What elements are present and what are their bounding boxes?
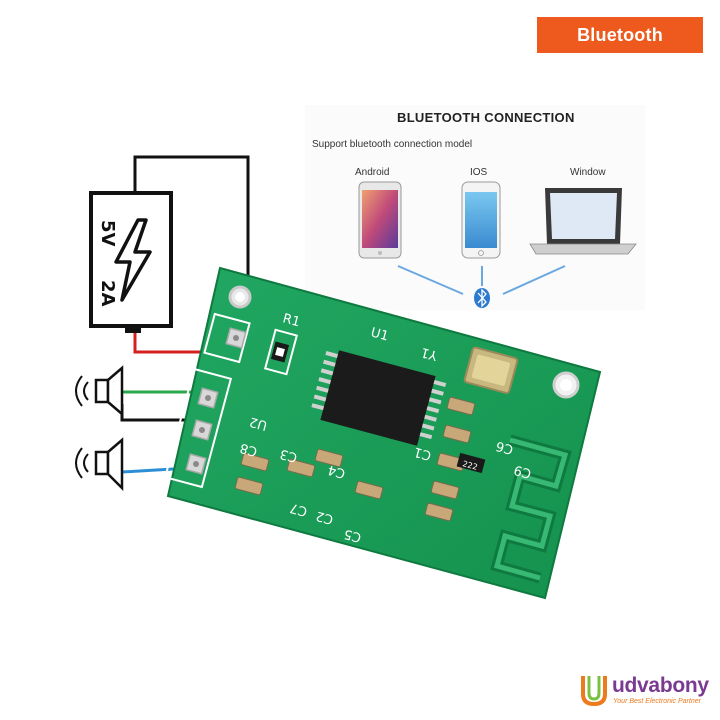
- battery: [89, 191, 173, 333]
- pcb-label-c5: C5: [342, 526, 363, 545]
- speaker-icon: [75, 437, 124, 492]
- bluetooth-connection-subtitle: Support bluetooth connection model: [312, 139, 473, 150]
- pcb-label-c9: C9: [512, 462, 533, 481]
- pcb-label-c6: C6: [494, 438, 515, 457]
- bluetooth-connection-title: BLUETOOTH CONNECTION: [397, 110, 575, 125]
- pcb-label-resistor-value: 222: [461, 459, 478, 472]
- udvabony-logo-icon: [581, 676, 607, 707]
- brand-tagline: Your Best Electronic Partner: [613, 698, 701, 705]
- pcb-label-c2: C2: [314, 508, 335, 527]
- pcb-label-u1: U1: [369, 325, 390, 344]
- device-label-android: Android: [355, 167, 390, 178]
- main-chip: [311, 350, 447, 446]
- bluetooth-connection-lines: [397, 265, 566, 295]
- iphone-icon: [461, 181, 501, 259]
- device-label-ios: IOS: [470, 167, 488, 178]
- power-wires: [133, 155, 250, 354]
- bluetooth-receiver-pcb: R1 U1 Y1 U2 C8 C3 C4 C2 C7 C5 C6 C9 C1 2…: [163, 266, 602, 600]
- pcb-label-c1: C1: [412, 444, 433, 463]
- battery-current-label: 2A: [97, 280, 118, 307]
- android-phone-icon: [358, 181, 402, 259]
- brand-name: udvabony: [612, 674, 709, 697]
- pcb-label-u2: U2: [248, 414, 269, 433]
- pcb-label-y1: Y1: [419, 344, 440, 363]
- laptop-icon: [529, 188, 637, 255]
- device-label-window: Window: [570, 167, 606, 178]
- pcb-label-r1: R1: [281, 311, 302, 330]
- product-title-badge: Bluetooth Receiver: [535, 15, 705, 81]
- battery-voltage-label: 5V: [97, 220, 118, 247]
- lightning-icon: [114, 218, 152, 302]
- pcb-label-c8: C8: [238, 440, 259, 459]
- pcb-label-c7: C7: [288, 500, 309, 519]
- speaker-icon: [75, 365, 124, 417]
- pcb-label-c3: C3: [278, 446, 299, 465]
- bluetooth-icon: [474, 288, 490, 308]
- pcb-label-c4: C4: [326, 462, 347, 481]
